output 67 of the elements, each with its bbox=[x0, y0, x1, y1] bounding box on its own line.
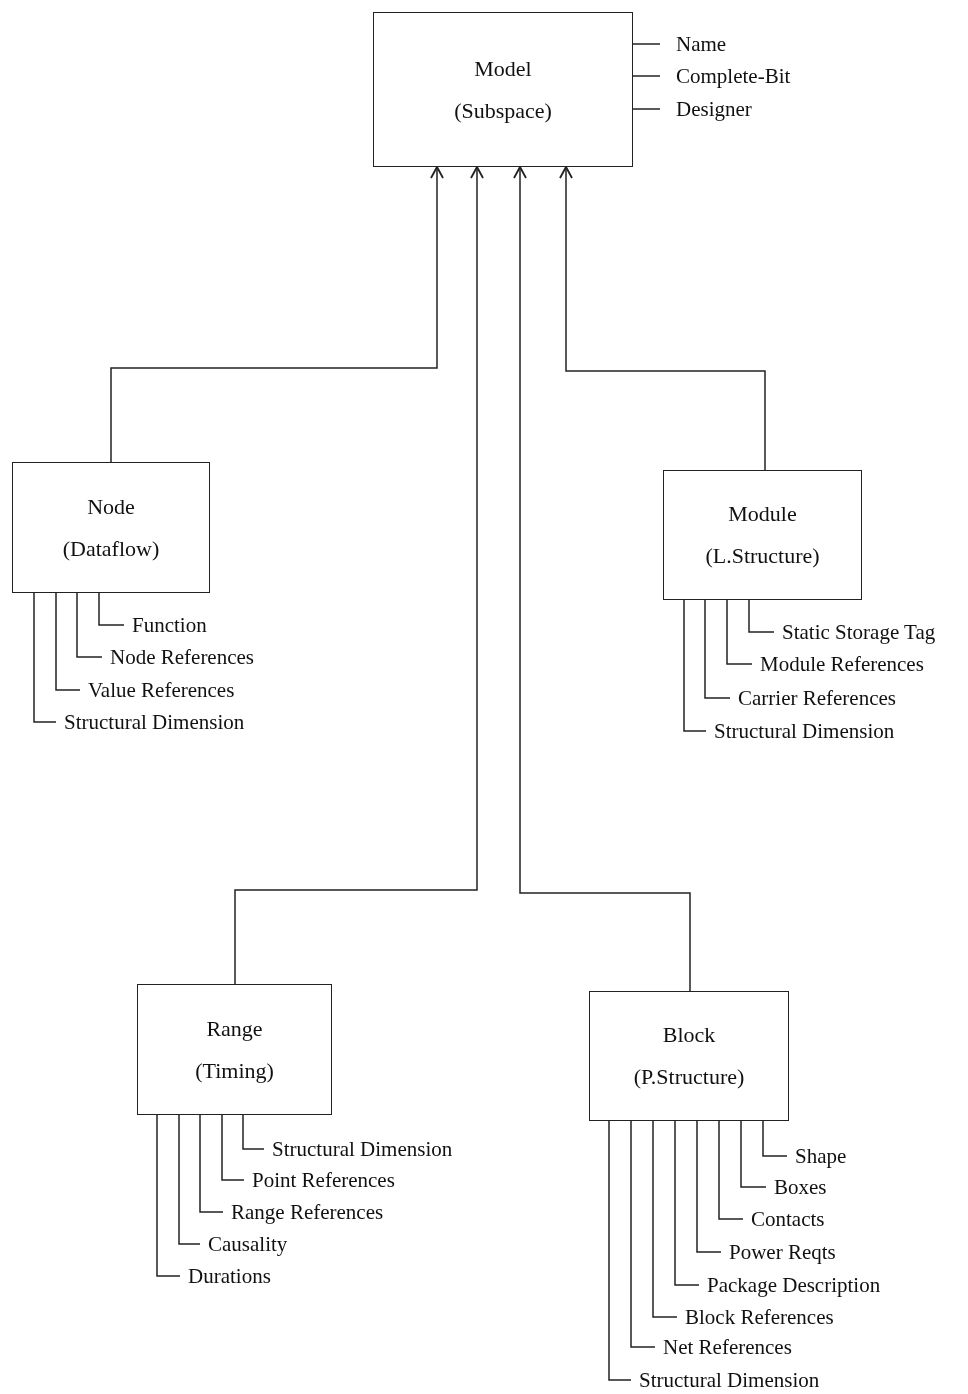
leader-line bbox=[632, 43, 661, 45]
leader-line bbox=[704, 599, 731, 699]
attribute-label: Complete-Bit bbox=[676, 63, 791, 89]
arrow bbox=[234, 166, 484, 985]
leader-line bbox=[762, 1120, 788, 1157]
entity-box bbox=[137, 984, 332, 1115]
entity-box bbox=[589, 991, 789, 1121]
leader-line bbox=[156, 1114, 181, 1277]
leader-line bbox=[748, 599, 775, 633]
leader-line bbox=[242, 1114, 265, 1150]
attribute-label: Contacts bbox=[751, 1206, 825, 1232]
leader-line bbox=[718, 1120, 744, 1220]
attribute-label: Power Reqts bbox=[729, 1239, 836, 1265]
entity-box bbox=[12, 462, 210, 593]
attribute-label: Point References bbox=[252, 1167, 395, 1193]
attribute-label: Module References bbox=[760, 651, 924, 677]
arrow bbox=[559, 166, 766, 471]
leader-line bbox=[76, 592, 103, 658]
attribute-label: Durations bbox=[188, 1263, 271, 1289]
leader-line bbox=[98, 592, 125, 626]
attribute-label: Static Storage Tag bbox=[782, 619, 936, 645]
attribute-label: Structural Dimension bbox=[639, 1367, 820, 1393]
attribute-label: Carrier References bbox=[738, 685, 896, 711]
attribute-label: Structural Dimension bbox=[272, 1136, 453, 1162]
attribute-label: Net References bbox=[663, 1334, 792, 1360]
leader-line bbox=[683, 599, 707, 732]
arrow bbox=[110, 166, 444, 463]
leader-line bbox=[696, 1120, 722, 1253]
attribute-label: Name bbox=[676, 31, 727, 57]
leader-line bbox=[632, 108, 661, 110]
entity-label: (Subspace) bbox=[454, 97, 552, 124]
entity-label: Block bbox=[662, 1022, 716, 1048]
entity-label: (L.Structure) bbox=[705, 543, 820, 569]
attribute-label: Function bbox=[132, 612, 207, 638]
leader-line bbox=[632, 75, 661, 77]
entity-box bbox=[373, 12, 633, 167]
entity-label: Node bbox=[87, 493, 135, 520]
entity-label: (Timing) bbox=[195, 1057, 274, 1084]
entity-label: (P.Structure) bbox=[633, 1064, 745, 1090]
attribute-label: Shape bbox=[795, 1143, 847, 1169]
attribute-label: Boxes bbox=[774, 1174, 827, 1200]
attribute-label: Node References bbox=[110, 644, 254, 670]
leader-line bbox=[33, 592, 57, 723]
leader-line bbox=[740, 1120, 767, 1188]
leader-line bbox=[674, 1120, 700, 1286]
attribute-label: Causality bbox=[208, 1231, 288, 1257]
entity-label: Model bbox=[474, 55, 532, 82]
leader-line bbox=[652, 1120, 678, 1318]
entity-box bbox=[663, 470, 862, 600]
attribute-label: Structural Dimension bbox=[64, 709, 245, 735]
leader-line bbox=[199, 1114, 224, 1213]
entity-label: Range bbox=[206, 1015, 263, 1042]
attribute-label: Designer bbox=[676, 96, 752, 122]
attribute-label: Package Description bbox=[707, 1272, 881, 1298]
entity-label: Module bbox=[728, 501, 797, 527]
leader-line bbox=[178, 1114, 201, 1245]
leader-line bbox=[608, 1120, 632, 1381]
attribute-label: Value References bbox=[88, 677, 235, 703]
entity-label: (Dataflow) bbox=[62, 535, 160, 562]
attribute-label: Range References bbox=[231, 1199, 384, 1225]
attribute-label: Block References bbox=[685, 1304, 834, 1330]
leader-line bbox=[630, 1120, 656, 1348]
leader-line bbox=[55, 592, 81, 691]
attribute-label: Structural Dimension bbox=[714, 718, 895, 744]
arrow bbox=[513, 166, 691, 992]
leader-line bbox=[221, 1114, 245, 1181]
leader-line bbox=[726, 599, 753, 665]
